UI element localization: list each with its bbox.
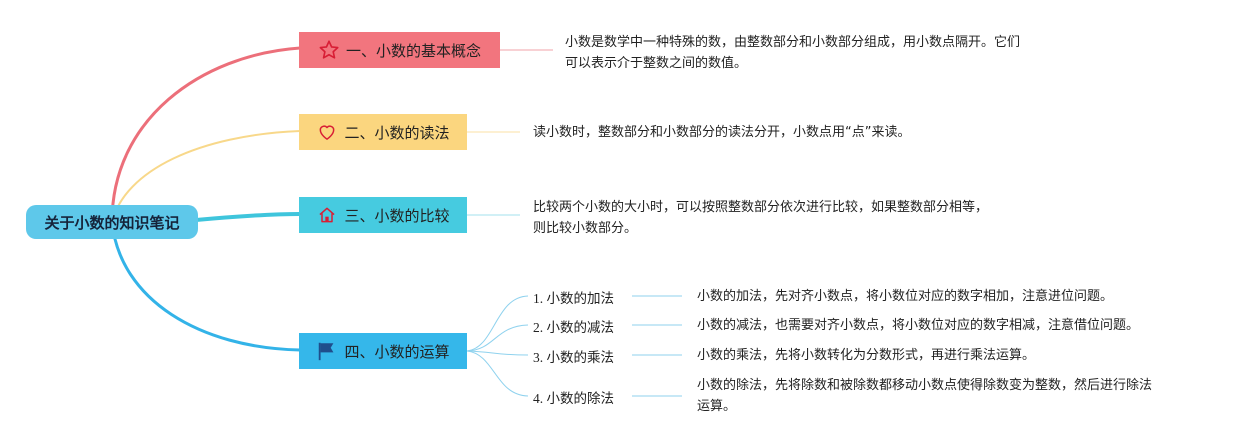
description-line: 小数的加法，先对齐小数点，将小数位对应的数字相加，注意进位问题。 [697,289,1114,304]
topic-label: 二、小数的读法 [344,123,450,142]
description-line: 小数的减法，也需要对齐小数点，将小数位对应的数字相减，注意借位问题。 [697,318,1140,333]
topic-description: 小数是数学中一种特殊的数，由整数部分和小数部分组成，用小数点隔开。它们 可以表示… [565,32,1020,74]
subtopic-subtraction[interactable]: 2. 小数的减法 [533,320,614,335]
root-topic[interactable]: 关于小数的知识笔记 [26,205,198,239]
description-line: 小数是数学中一种特殊的数，由整数部分和小数部分组成，用小数点隔开。它们 [565,35,1021,50]
topic-label: 一、小数的基本概念 [345,41,481,60]
description-line: 可以表示介于整数之间的数值。 [565,56,748,71]
description-line: 读小数时，整数部分和小数部分的读法分开，小数点用“点”来读。 [533,125,911,140]
connector-sub-3 [466,350,529,356]
subtopic-multiplication[interactable]: 3. 小数的乘法 [533,350,614,365]
description-line: 小数的乘法，先将小数转化为分数形式，再进行乘法运算。 [697,348,1036,363]
description-line: 小数的除法，先将除数和被除数都移动小数点使得除数变为整数，然后进行除法 [697,378,1153,393]
subtopic-division[interactable]: 4. 小数的除法 [533,391,614,406]
topic-reading[interactable]: 二、小数的读法 [299,114,467,150]
subtopic-description: 小数的加法，先对齐小数点，将小数位对应的数字相加，注意进位问题。 [697,286,1113,307]
star-icon [318,39,340,61]
connector-topic-2 [111,130,301,223]
topic-basic-concept[interactable]: 一、小数的基本概念 [299,32,500,68]
root-topic-label: 关于小数的知识笔记 [44,213,180,232]
connector-sub-4 [466,350,529,397]
subtopic-description: 小数的乘法，先将小数转化为分数形式，再进行乘法运算。 [697,345,1035,366]
connector-topic-1 [110,46,301,223]
subtopic-description: 小数的除法，先将除数和被除数都移动小数点使得除数变为整数，然后进行除法 运算。 [697,375,1152,417]
description-line: 则比较小数部分。 [533,221,638,236]
flag-icon [316,340,338,362]
connector-topic-4 [110,221,301,352]
description-line: 比较两个小数的大小时，可以按照整数部分依次进行比较，如果整数部分相等， [533,200,989,215]
connector-topic-3 [195,212,301,222]
connector-sub-1 [466,295,529,352]
topic-description: 读小数时，整数部分和小数部分的读法分开，小数点用“点”来读。 [533,122,910,143]
topic-operations[interactable]: 四、小数的运算 [299,333,467,369]
topic-description: 比较两个小数的大小时，可以按照整数部分依次进行比较，如果整数部分相等， 则比较小… [533,197,988,239]
topic-label: 四、小数的运算 [344,342,450,361]
topic-comparison[interactable]: 三、小数的比较 [299,197,467,233]
house-icon [316,204,338,226]
connector-sub-2 [466,324,529,352]
heart-icon [316,121,338,143]
topic-label: 三、小数的比较 [344,206,450,225]
subtopic-addition[interactable]: 1. 小数的加法 [533,291,614,306]
description-line: 运算。 [697,399,737,414]
subtopic-description: 小数的减法，也需要对齐小数点，将小数位对应的数字相减，注意借位问题。 [697,315,1139,336]
